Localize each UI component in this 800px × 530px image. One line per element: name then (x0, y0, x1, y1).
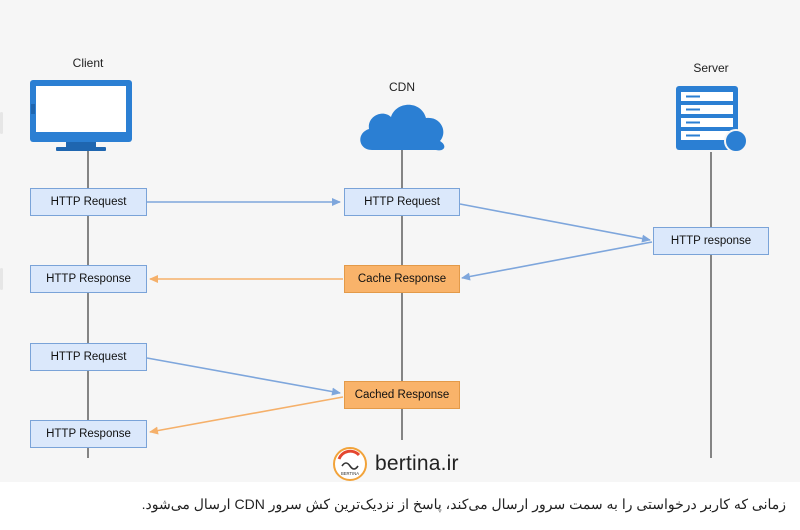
cdn-label: CDN (389, 80, 415, 94)
cdn-http-request-box: HTTP Request (344, 188, 460, 216)
server-rack-icon (676, 86, 748, 153)
arrow-cdn-to-server (459, 203, 651, 243)
edge-marker (0, 112, 3, 134)
caption: زمانی که کاربر درخواستی را به سمت سرور ا… (141, 496, 786, 512)
edge-marker (0, 268, 3, 290)
client-http-request-box-2: HTTP Request (30, 343, 147, 371)
cache-response-box: Cache Response (344, 265, 460, 293)
brand[interactable]: BERTINA bertina.ir (333, 447, 459, 481)
cached-response-box: Cached Response (344, 381, 460, 409)
diagram-canvas: Client CDN Server HTTP Request HTTP Requ… (0, 56, 769, 458)
arrow-client-to-cdn-2 (146, 357, 341, 396)
bertina-logo-icon: BERTINA (333, 447, 367, 481)
server-label: Server (693, 61, 729, 75)
arrow-cdn-to-client-2 (149, 396, 344, 435)
client-http-response-box-2: HTTP Response (30, 420, 147, 448)
arrow-server-to-cdn (461, 241, 653, 281)
brand-name[interactable]: bertina.ir (375, 452, 459, 475)
client-http-response-box: HTTP Response (30, 265, 147, 293)
desktop-computer-icon (30, 80, 132, 151)
brand-logo-text: BERTINA (341, 471, 359, 476)
server-http-response-box: HTTP response (653, 227, 769, 255)
client-http-request-box: HTTP Request (30, 188, 147, 216)
sequence-lines (30, 80, 748, 458)
cloud-icon (360, 104, 445, 151)
client-label: Client (72, 56, 104, 70)
